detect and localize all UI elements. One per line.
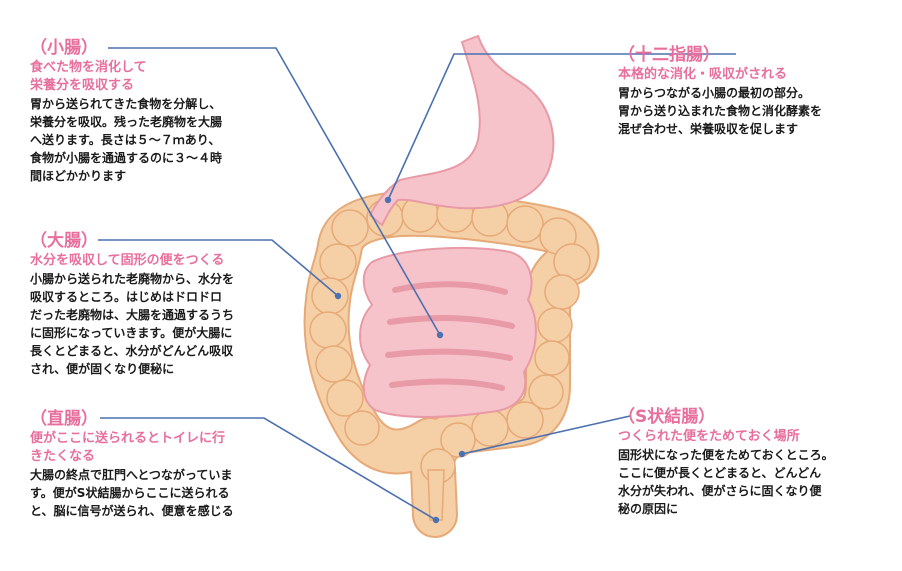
- sigmoid-colon-subtitle: つくられた便をためておく場所: [618, 429, 800, 444]
- small-intestine-subtitle: 食べた物を消化して 栄養分を吸収する: [30, 60, 147, 93]
- small-intestine-mass: [359, 246, 537, 418]
- leader-line-sigmoid-colon: [461, 415, 631, 455]
- stomach: [368, 34, 555, 227]
- leader-endpoints: [334, 196, 466, 524]
- rectum-subtitle: 便がここに送られるとトイレに行 きたくなる: [30, 431, 226, 464]
- label-duodenum: （十二指腸） 本格的な消化・吸収がされる 胃からつながる小腸の最初の部分。 胃か…: [618, 45, 822, 138]
- leader-line-large-intestine: [98, 239, 339, 297]
- large-intestine-description: 小腸から送られた老廃物から、水分を 吸収するところ。はじめはドロドロ だった老廃…: [30, 272, 235, 376]
- leader-line-rectum: [100, 417, 437, 521]
- large-intestine-subtitle: 水分を吸収して固形の便をつくる: [30, 253, 225, 268]
- duodenum-subtitle: 本格的な消化・吸収がされる: [618, 67, 788, 82]
- label-large-intestine: （大腸） 水分を吸収して固形の便をつくる 小腸から送られた老廃物から、水分を 吸…: [30, 231, 234, 378]
- small-intestine-title: （小腸）: [30, 38, 98, 58]
- rectum-title: （直腸）: [30, 409, 98, 429]
- label-rectum: （直腸） 便がここに送られるとトイレに行 きたくなる 大腸の終点で肛門へとつなが…: [30, 409, 234, 520]
- sigmoid-colon-description: 固形状になった便をためておくところ。 ここに便が長くとどまると、どんどん 水分が…: [618, 448, 834, 516]
- large-intestine-title: （大腸）: [30, 231, 98, 251]
- label-sigmoid-colon: （S状結腸） つくられた便をためておく場所 固形状になった便をためておくところ。…: [618, 407, 834, 518]
- leader-line-duodenum: [387, 53, 736, 201]
- small-intestine: [359, 246, 537, 418]
- stomach-body: [368, 34, 555, 227]
- small-intestine-description: 胃から送られてきた食物を分解し、 栄養分を吸収。残った老廃物を大腸 へ送ります。…: [30, 97, 223, 183]
- duodenum-title: （十二指腸）: [618, 45, 720, 65]
- rectum-description: 大腸の終点で肛門へとつながっていま す。便がS状結腸からここに送られる と、脳に…: [30, 468, 234, 518]
- sigmoid-colon-title: （S状結腸）: [618, 407, 716, 427]
- duodenum-description: 胃からつながる小腸の最初の部分。 胃から送り込まれた食物と消化酵素を 混ぜ合わせ…: [618, 86, 823, 136]
- rectum-tube: [427, 469, 445, 521]
- label-small-intestine: （小腸） 食べた物を消化して 栄養分を吸収する 胃から送られてきた食物を分解し、…: [30, 38, 222, 185]
- leader-lines: [98, 47, 736, 521]
- leader-line-small-intestine: [108, 47, 441, 336]
